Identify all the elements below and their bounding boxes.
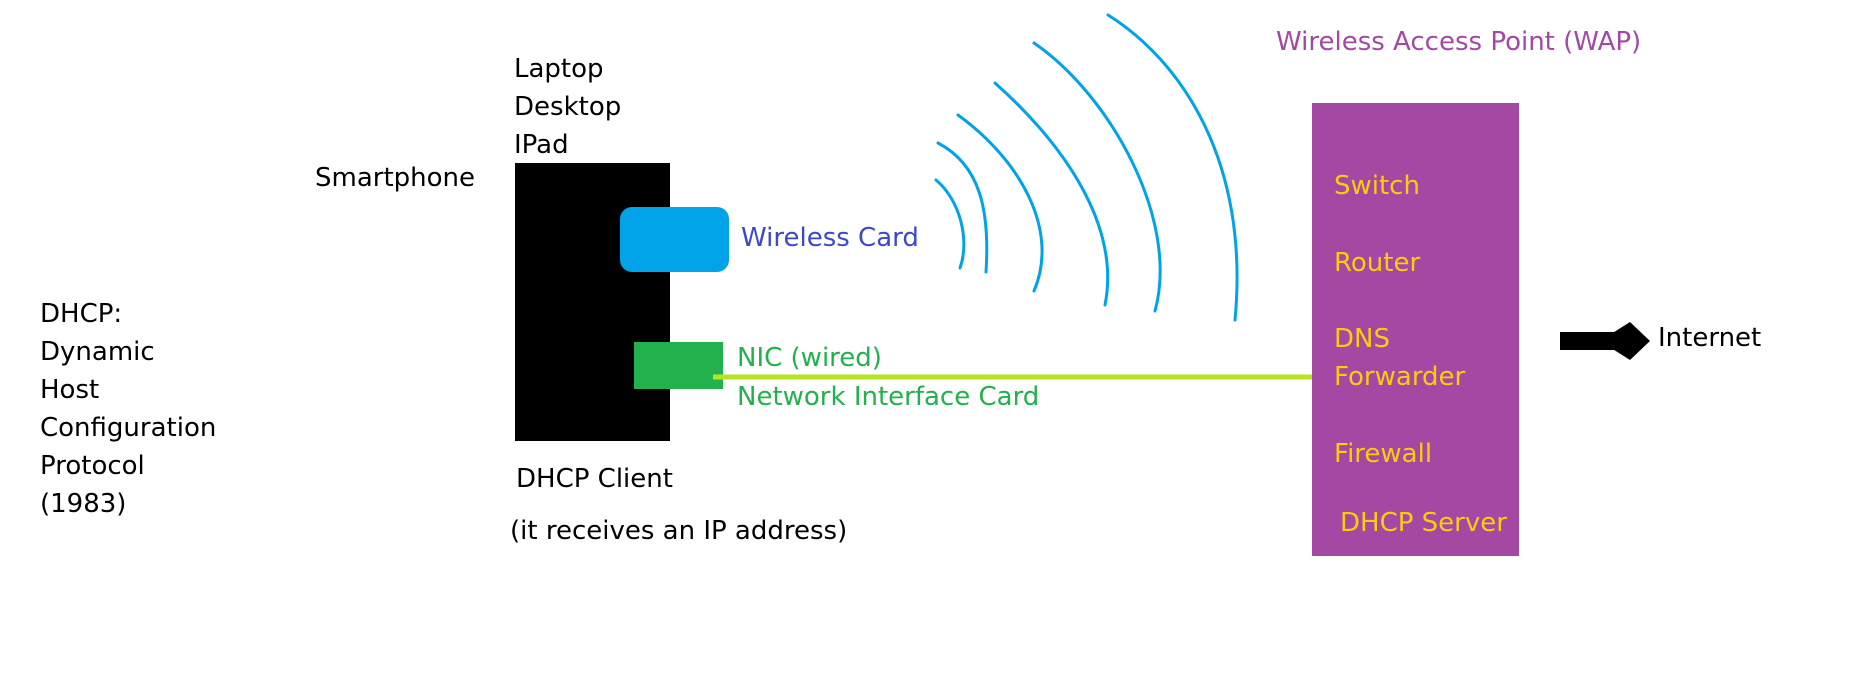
wireless-signal-icon	[934, 13, 1239, 322]
smartphone-label: Smartphone	[315, 163, 476, 193]
dhcp-definition-line: Protocol	[40, 451, 145, 481]
wap-function-dns: DNS	[1334, 324, 1390, 354]
wap-function-router: Router	[1334, 248, 1421, 278]
nic-full-name-label: Network Interface Card	[737, 382, 1040, 412]
wireless-card-label: Wireless Card	[741, 223, 919, 253]
wap-function-dhcp-server: DHCP Server	[1340, 508, 1507, 538]
dhcp-definition-line: DHCP:	[40, 299, 123, 329]
arrow-right-icon	[1560, 322, 1650, 360]
dhcp-definition: DHCP: Dynamic Host Configuration Protoco…	[40, 295, 216, 523]
dhcp-definition-line: (1983)	[40, 489, 127, 519]
wap-function-firewall: Firewall	[1334, 439, 1433, 469]
wifi-wave	[934, 178, 966, 270]
wifi-wave	[993, 81, 1110, 307]
wifi-wave	[1106, 13, 1239, 322]
dhcp-client-note: (it receives an IP address)	[510, 516, 848, 546]
dhcp-definition-line: Configuration	[40, 413, 217, 443]
device-type-ipad: IPad	[514, 130, 569, 160]
wap-function-switch: Switch	[1334, 171, 1420, 201]
dhcp-client-label: DHCP Client	[516, 464, 673, 494]
wifi-wave	[936, 141, 989, 274]
device-type-laptop: Laptop	[514, 54, 604, 84]
dhcp-definition-line: Dynamic	[40, 337, 155, 367]
dhcp-definition-line: Host	[40, 375, 100, 405]
internet-label: Internet	[1658, 323, 1762, 353]
wifi-wave	[1032, 41, 1162, 313]
wireless-card	[620, 207, 729, 272]
nic-card	[634, 342, 723, 389]
wap-function-dns-forwarder: Forwarder	[1334, 362, 1466, 392]
device-types: Laptop Desktop IPad	[514, 50, 621, 164]
wap-title: Wireless Access Point (WAP)	[1276, 27, 1642, 57]
wireless-access-point	[1312, 103, 1519, 556]
wifi-wave	[956, 113, 1044, 293]
device-type-desktop: Desktop	[514, 92, 622, 122]
nic-label: NIC (wired)	[737, 343, 882, 373]
